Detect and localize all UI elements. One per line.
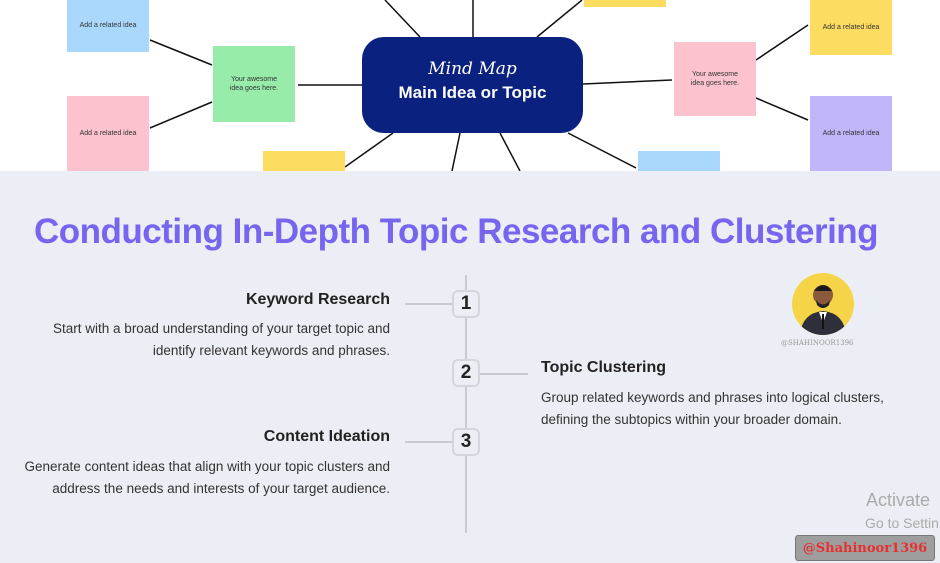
connector	[480, 373, 528, 375]
page-title: Conducting In-Depth Topic Research and C…	[34, 212, 879, 251]
avatar	[792, 273, 854, 335]
idea-note-partial	[263, 151, 345, 171]
related-idea-note: Add a related idea	[810, 0, 892, 55]
step-number: 1	[452, 290, 480, 318]
step-heading: Topic Clustering	[541, 359, 667, 376]
step-number: 2	[452, 359, 480, 387]
idea-note-partial	[638, 151, 720, 171]
timeline-line	[465, 275, 467, 533]
avatar-handle: @SHAHINOOR1396	[781, 339, 854, 347]
connector-arrows	[149, 0, 809, 171]
main-topic-node: Mind Map Main Idea or Topic	[362, 37, 583, 133]
activate-windows-title: Activate	[866, 490, 931, 510]
mind-map-image: Add a related idea Add a related idea Yo…	[0, 0, 940, 171]
step-heading: Content Ideation	[263, 428, 390, 445]
connector	[405, 441, 453, 443]
step-text: Generate content ideas that align with y…	[24, 459, 390, 496]
step-text: Group related keywords and phrases into …	[541, 390, 884, 427]
idea-note-partial	[584, 0, 666, 7]
related-idea-note: Add a related idea	[67, 0, 149, 52]
idea-note: Your awesome idea goes here.	[213, 46, 295, 122]
connector	[405, 303, 453, 305]
activate-windows-subtitle: Go to Settin	[865, 515, 939, 531]
step-text: Start with a broad understanding of your…	[53, 321, 390, 358]
step-heading: Keyword Research	[245, 291, 390, 308]
idea-note: Your awesome idea goes here.	[674, 42, 756, 116]
related-idea-note: Add a related idea	[67, 96, 149, 171]
mind-map-script-title: Mind Map	[428, 59, 517, 79]
main-topic-label: Main Idea or Topic	[398, 83, 547, 102]
related-idea-note: Add a related idea	[810, 96, 892, 171]
step-number: 3	[452, 428, 480, 456]
watermark-badge: @Shahinoor1396	[795, 535, 935, 561]
